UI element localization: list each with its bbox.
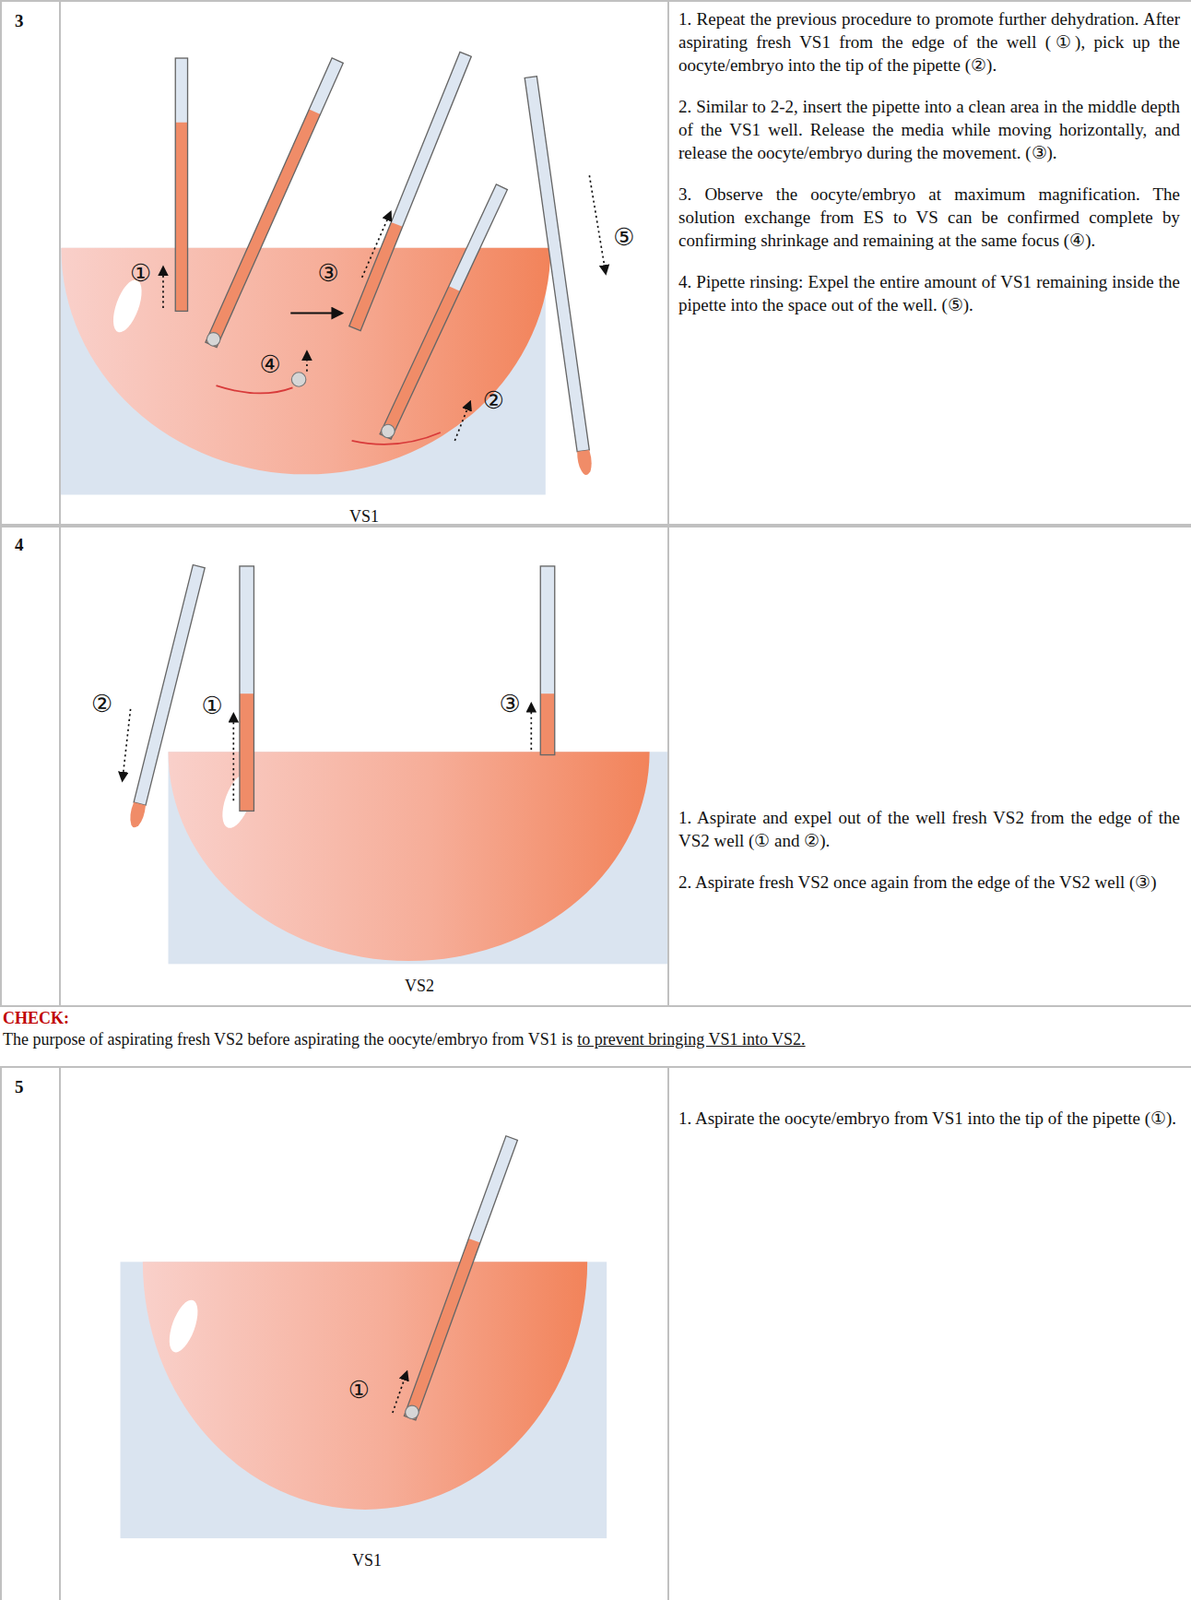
instruction-text: 1. Aspirate the oocyte/embryo from VS1 i… [678, 1106, 1180, 1130]
pipette [127, 801, 147, 829]
motion-arrow [290, 312, 342, 315]
well-label: VS1 [352, 1550, 382, 1570]
pipette [524, 76, 590, 452]
illustration-cell: VS2 [58, 523, 670, 1007]
pipette [205, 109, 321, 348]
pipette [205, 58, 343, 348]
pipette [204, 58, 344, 349]
pipette [379, 184, 508, 439]
dotted-arrow [530, 703, 532, 750]
trace-line [216, 385, 294, 393]
dotted-arrow [392, 1371, 407, 1413]
pipette [378, 422, 397, 440]
pipette [175, 58, 188, 311]
illustration-cell: VS1 [58, 1065, 670, 1600]
check-line: The purpose of aspirating fresh VS2 befo… [2, 1029, 806, 1050]
pipette [175, 58, 188, 311]
pipette [239, 693, 254, 811]
instruction-text: 3. Observe the oocyte/embryo at maximum … [678, 182, 1180, 252]
callout-number: ⑤ [613, 224, 635, 249]
instruction-cell: 1. Repeat the previous procedure to prom… [667, 0, 1191, 528]
step-number-cell: 3 [0, 0, 61, 528]
vs1-well [163, 1296, 203, 1356]
step-number-cell: 4 [0, 523, 61, 1007]
callout-number: ② [91, 691, 113, 716]
step-number-cell: 5 [0, 1065, 61, 1600]
oocyte [291, 372, 306, 387]
well-label: VS2 [404, 976, 435, 996]
pipette [540, 566, 555, 755]
dotted-arrow [232, 713, 235, 801]
dotted-arrow [162, 267, 165, 308]
pipette [403, 1238, 480, 1420]
illustration [58, 51, 668, 1538]
pipette [540, 566, 555, 755]
dotted-arrow [122, 703, 532, 801]
oocyte [291, 372, 306, 387]
trace-line [352, 432, 441, 445]
check-note: The purpose of aspirating fresh VS2 befo… [2, 1029, 573, 1049]
pipette [403, 1135, 518, 1420]
pipette [379, 285, 460, 439]
pipette [378, 184, 508, 440]
instruction-text: 2. Aspirate fresh VS2 once again from th… [678, 870, 1180, 894]
instruction-text: 1. Aspirate and expel out of the well fr… [678, 805, 1180, 852]
pipette [239, 566, 254, 811]
dotted-arrow [163, 175, 606, 441]
pipette [175, 122, 188, 312]
pipette [205, 58, 343, 348]
pipette [133, 564, 205, 805]
dotted-arrow [362, 212, 391, 278]
dotted-arrow [122, 708, 131, 780]
callout-number: ④ [259, 352, 281, 377]
vs1-well [58, 247, 551, 496]
step-number: 4 [1, 525, 59, 555]
pipette [349, 222, 403, 331]
instruction-text: 1. Repeat the previous procedure to prom… [678, 7, 1180, 77]
pipette [403, 1403, 421, 1420]
callout-number: ③ [318, 260, 340, 285]
pipette [204, 330, 223, 348]
dotted-arrow [392, 1371, 407, 1413]
vs1-well [120, 1261, 608, 1538]
vs1-well [60, 247, 551, 475]
pipette [175, 58, 188, 311]
instruction-cell: 1. Aspirate the oocyte/embryo from VS1 i… [667, 1065, 1191, 1600]
pipette [127, 564, 206, 829]
pipette [524, 76, 594, 476]
pipette [239, 566, 254, 811]
callout-number: ① [348, 1377, 370, 1402]
dotted-arrow [454, 401, 471, 441]
callout-number: ① [129, 260, 152, 285]
instruction-cell: 1. Aspirate and expel out of the well fr… [667, 523, 1191, 1007]
callout-number: ① [200, 693, 223, 718]
callout-number: ② [483, 388, 505, 413]
instruction-text: 2. Similar to 2-2, insert the pipette in… [678, 94, 1180, 165]
callout-number: ③ [498, 691, 520, 716]
pipette [379, 184, 508, 439]
vs1-well [142, 1261, 588, 1510]
motion-arrow [290, 312, 342, 315]
step-number: 3 [1, 1, 59, 32]
vs1-well [120, 1261, 608, 1538]
instruction-text: 4. Pipette rinsing: Expel the entire amo… [678, 270, 1180, 317]
dotted-arrow [306, 352, 308, 372]
trace-line [216, 385, 441, 445]
check-note-underlined: to prevent bringing VS1 into VS2. [577, 1029, 805, 1049]
check-heading: CHECK: [2, 1008, 70, 1028]
step-number: 5 [1, 1067, 59, 1097]
pipette [577, 449, 594, 476]
pipette [403, 1135, 519, 1421]
pipette [540, 566, 555, 755]
dotted-arrow [589, 175, 606, 273]
pipette [403, 1135, 518, 1420]
pipette [239, 566, 254, 811]
pipette [540, 693, 555, 755]
